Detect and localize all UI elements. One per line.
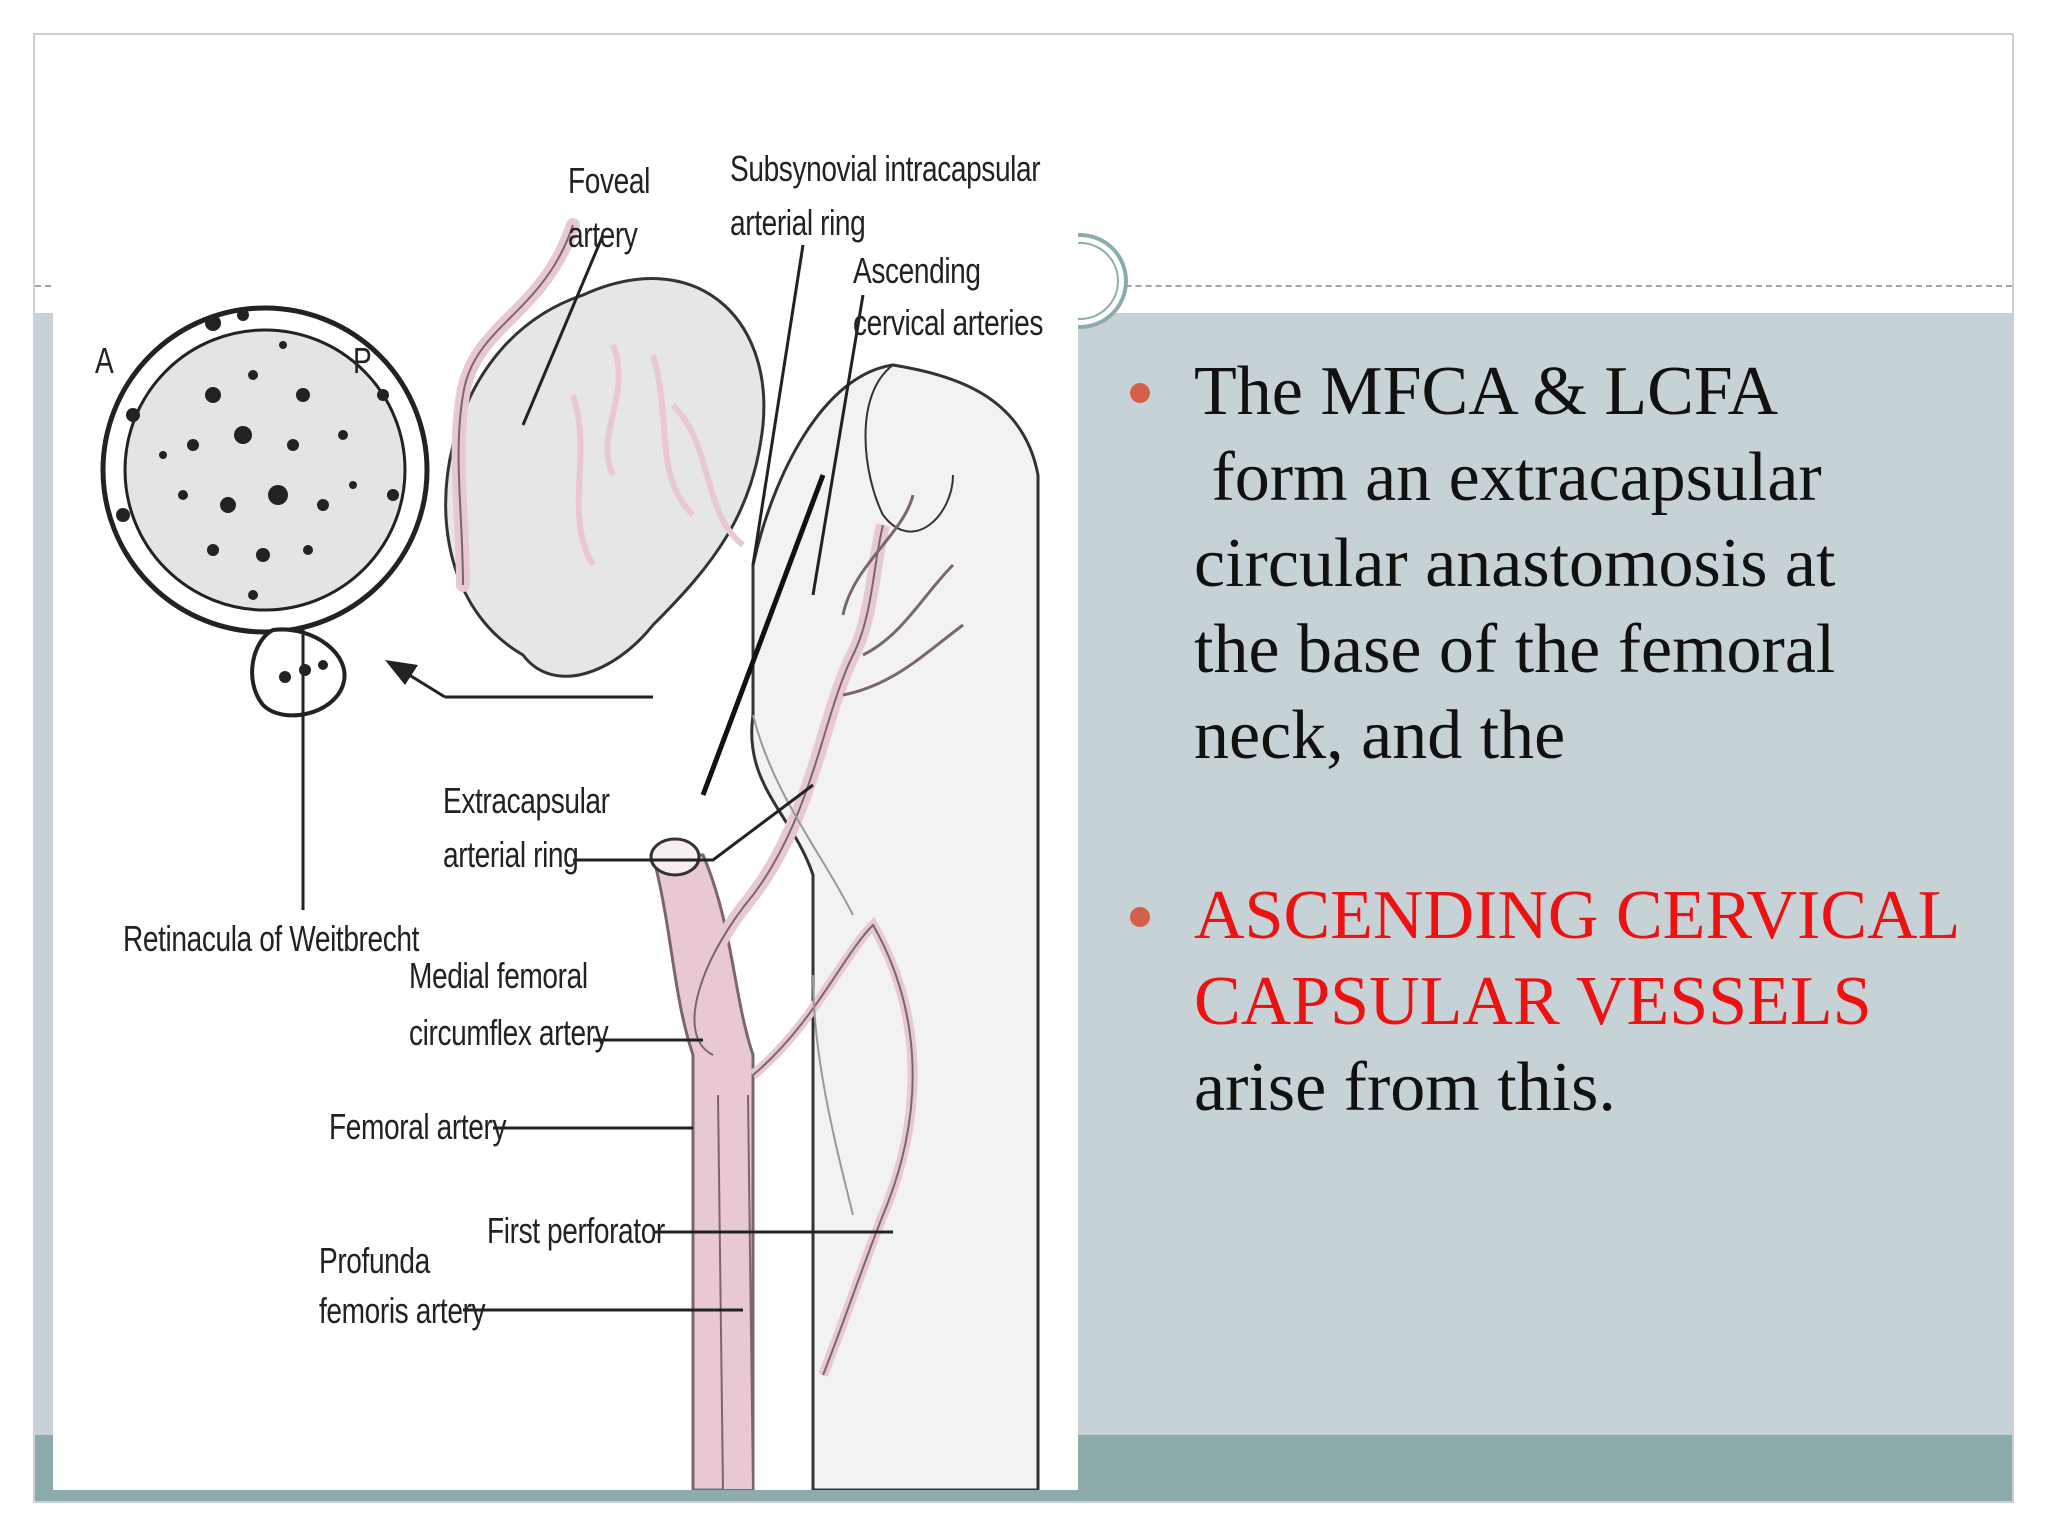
femoral-artery-cut-end [649,837,701,877]
bullet2-line3: arise from this. [1194,1049,1616,1126]
head-vessels [570,343,745,567]
bullet2-red-line2: CAPSULAR VESSELS [1194,963,1872,1040]
bullet-item-2: ASCENDING CERVICAL CAPSULAR VESSELS aris… [1110,873,2000,1131]
subsynovial-ring-label-1: Subsynovial intracapsular [730,148,1041,189]
slide: Foveal artery Subsynovial intracapsular … [33,33,2014,1503]
ascending-arteries-label-1: Ascending [853,250,981,291]
ascending-arteries-label-2: cervical arteries [853,302,1043,343]
bullet-dot [1130,383,1150,403]
bullet2-red-line1: ASCENDING CERVICAL [1194,877,1961,954]
ascending-cervical-vessels [841,494,964,697]
bullet-item-1: The MFCA & LCFA form an extracapsular ci… [1110,349,2000,779]
rim-vessels [116,309,399,522]
mfca-label-2: circumflex artery [409,1012,609,1053]
neck-texture [752,714,854,1216]
bullet1-line5: neck, and the [1194,697,1566,774]
foveal-artery-label-2: artery [568,214,638,255]
bullet1-line2: form an extracapsular [1194,439,1822,516]
greater-trochanter [864,364,954,533]
retinacula-label: Retinacula of Weitbrecht [123,918,420,959]
profunda-femoris [717,1094,755,1490]
retinaculum-loop [250,627,347,718]
diagram-drawing [100,218,1040,1490]
foveal-artery-label-1: Foveal [568,160,650,201]
extracapsular-ring-label-2: arterial ring [443,834,579,875]
bullet1-line4: the base of the femoral [1194,611,1836,688]
pointer-arrow-head [385,660,418,685]
hip-blood-supply-diagram: Foveal artery Subsynovial intracapsular … [53,95,1078,1490]
profunda-label-2: femoris artery [319,1290,486,1331]
femoral-artery-label: Femoral artery [329,1106,507,1147]
anterior-label: A [95,340,114,381]
femur-outline [750,363,1040,1490]
bullet1-line1: The MFCA & LCFA [1194,353,1779,430]
cross-section-inner [123,328,407,612]
posterior-label: P [353,340,372,381]
bullet-list: The MFCA & LCFA form an extracapsular ci… [1110,313,2000,1131]
bullet1-line3: circular anastomosis at [1194,525,1836,602]
section-cut-line [700,474,826,796]
first-perforator-label: First perforator [487,1210,665,1251]
mfca-label-1: Medial femoral [409,955,588,996]
trabecular-pattern [159,341,357,600]
subsynovial-ring-label-2: arterial ring [730,202,866,243]
leader-lines [301,234,893,1312]
bullet-dot [1130,907,1150,927]
profunda-label-1: Profunda [319,1240,430,1281]
extracapsular-ring-label-1: Extracapsular [443,780,610,821]
